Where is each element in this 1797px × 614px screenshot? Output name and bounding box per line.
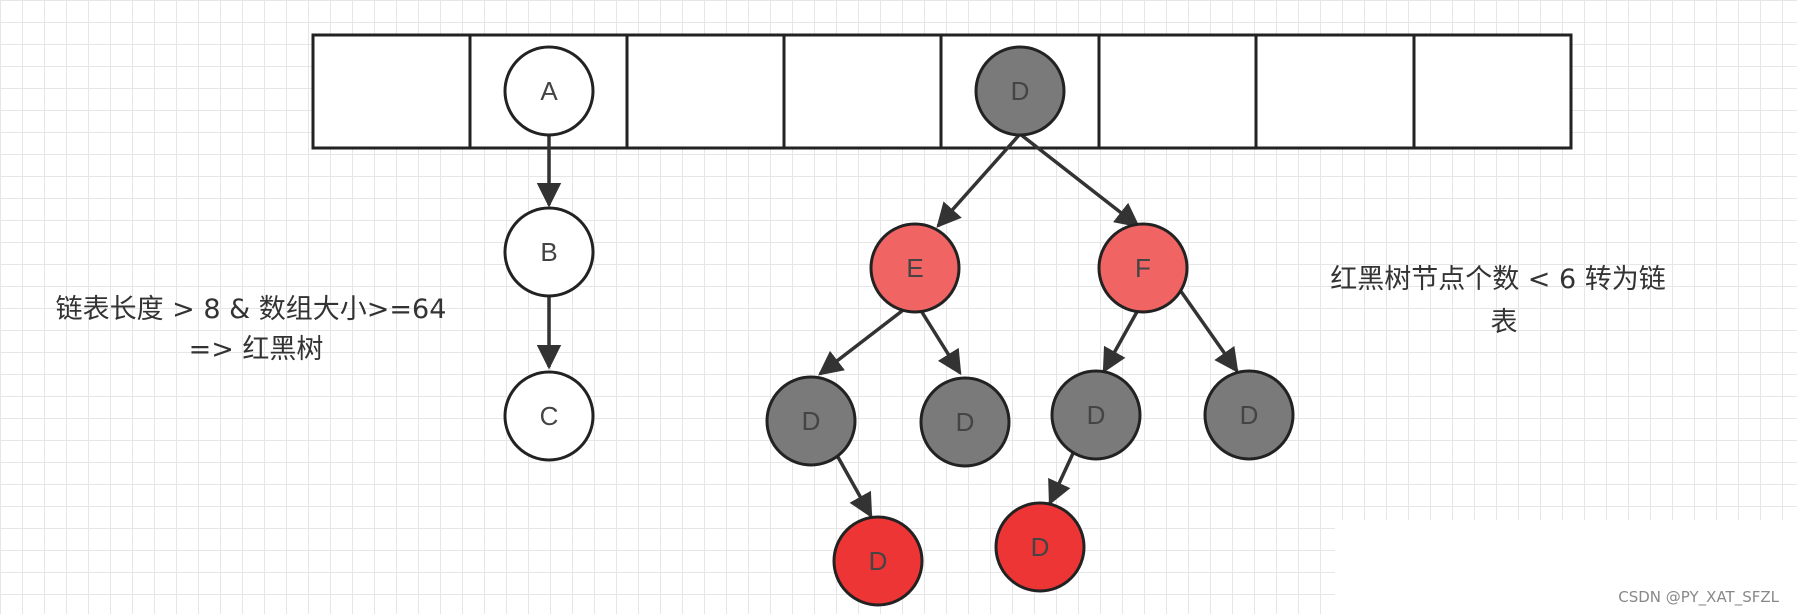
bucket-array: [311, 33, 1573, 150]
node-e: E: [869, 222, 961, 314]
edges: [536, 132, 1239, 519]
node-b: B: [503, 206, 595, 298]
left-note: 链表长度 > 8 & 数组大小>=64 => 红黑树: [56, 294, 447, 365]
left-note-line2: => 红黑树: [189, 334, 324, 365]
node-d5: D: [832, 515, 924, 607]
node-d4: D: [1203, 369, 1295, 461]
bucket-2: [625, 33, 786, 150]
right-note: 红黑树节点个数 < 6 转为链 表: [1330, 264, 1666, 338]
node-f-label: F: [1135, 253, 1151, 283]
node-a-label: A: [540, 76, 558, 106]
edge-e-d2: [913, 300, 962, 376]
bucket-5: [1097, 33, 1258, 150]
node-b-label: B: [540, 237, 557, 267]
node-a: A: [503, 45, 595, 137]
right-note-line1: 红黑树节点个数 < 6 转为链: [1330, 264, 1666, 295]
node-d2-label: D: [956, 407, 975, 437]
node-f: F: [1097, 222, 1189, 314]
node-d1: D: [765, 375, 857, 467]
node-root-d: D: [974, 45, 1066, 137]
edge-d1-d5: [832, 449, 873, 519]
watermark: CSDN @PY_XAT_SFZL: [1618, 588, 1779, 606]
edge-root-e: [936, 132, 1022, 228]
node-d1-label: D: [802, 406, 821, 436]
bucket-3: [782, 33, 943, 150]
bucket-0: [311, 33, 472, 150]
edge-f-d4: [1178, 288, 1239, 374]
edge-d3-d6: [1048, 448, 1077, 506]
node-d6: D: [994, 501, 1086, 593]
node-d5-label: D: [869, 546, 888, 576]
right-note-line2: 表: [1491, 307, 1518, 338]
node-d3: D: [1050, 369, 1142, 461]
watermark-area: CSDN @PY_XAT_SFZL: [1335, 520, 1797, 614]
left-note-line1: 链表长度 > 8 & 数组大小>=64: [56, 294, 447, 325]
node-c: C: [503, 370, 595, 462]
node-d4-label: D: [1240, 400, 1259, 430]
node-d6-label: D: [1031, 532, 1050, 562]
node-d3-label: D: [1087, 400, 1106, 430]
bucket-7: [1412, 33, 1573, 150]
node-e-label: E: [906, 253, 923, 283]
edge-e-d1: [818, 299, 917, 376]
edge-root-f: [1018, 132, 1140, 228]
bucket-6: [1254, 33, 1416, 150]
node-d2: D: [919, 376, 1011, 468]
node-c-label: C: [540, 401, 559, 431]
node-root-label: D: [1011, 76, 1030, 106]
